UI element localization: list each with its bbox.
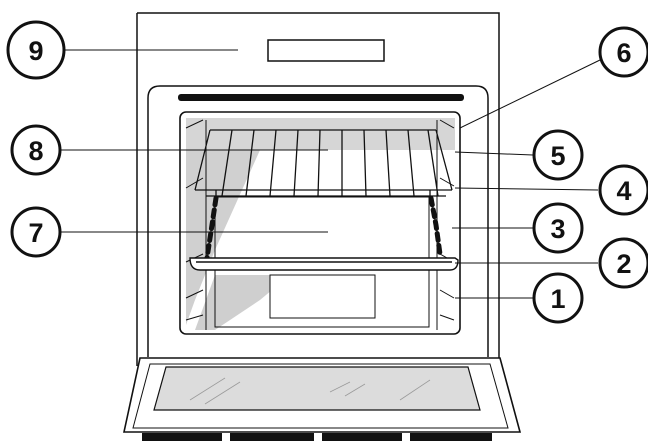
leader-line-4 xyxy=(454,187,599,191)
callout-4: 4 xyxy=(598,164,648,216)
callout-1: 1 xyxy=(532,272,584,324)
callout-label-7: 7 xyxy=(28,218,43,248)
callout-5: 5 xyxy=(532,129,584,181)
door-glass xyxy=(153,366,481,411)
callout-label-8: 8 xyxy=(28,136,43,166)
callout-8: 8 xyxy=(10,124,62,176)
top-vent-bar xyxy=(178,94,464,101)
callout-2: 2 xyxy=(598,237,648,289)
door-bottom-strips xyxy=(142,433,492,441)
left-heating-element xyxy=(204,195,219,261)
glass-reflections xyxy=(189,377,431,405)
callout-3: 3 xyxy=(532,202,584,254)
callout-label-1: 1 xyxy=(550,284,565,314)
cavity-shading-left xyxy=(186,150,260,325)
callout-7: 7 xyxy=(10,206,62,258)
callout-label-5: 5 xyxy=(550,141,565,171)
oven-housing xyxy=(136,12,500,366)
baking-tray xyxy=(189,257,459,271)
back-wall-fan-cover xyxy=(269,274,376,319)
callout-label-2: 2 xyxy=(616,249,631,279)
leader-line-5 xyxy=(454,151,534,156)
right-heating-element xyxy=(428,195,443,257)
callout-label-4: 4 xyxy=(616,176,631,206)
door-frame xyxy=(147,85,489,357)
leader-line-6 xyxy=(459,59,601,129)
control-display xyxy=(267,39,385,62)
callout-label-3: 3 xyxy=(550,214,565,244)
wire-rack xyxy=(194,129,453,200)
leader-lines xyxy=(58,49,601,299)
callout-9: 9 xyxy=(6,20,66,80)
callout-label-6: 6 xyxy=(616,38,631,68)
cavity-shading-bottom xyxy=(195,275,290,330)
oven-door-inner xyxy=(132,363,509,429)
callout-label-9: 9 xyxy=(28,36,43,66)
callout-6: 6 xyxy=(598,26,648,78)
